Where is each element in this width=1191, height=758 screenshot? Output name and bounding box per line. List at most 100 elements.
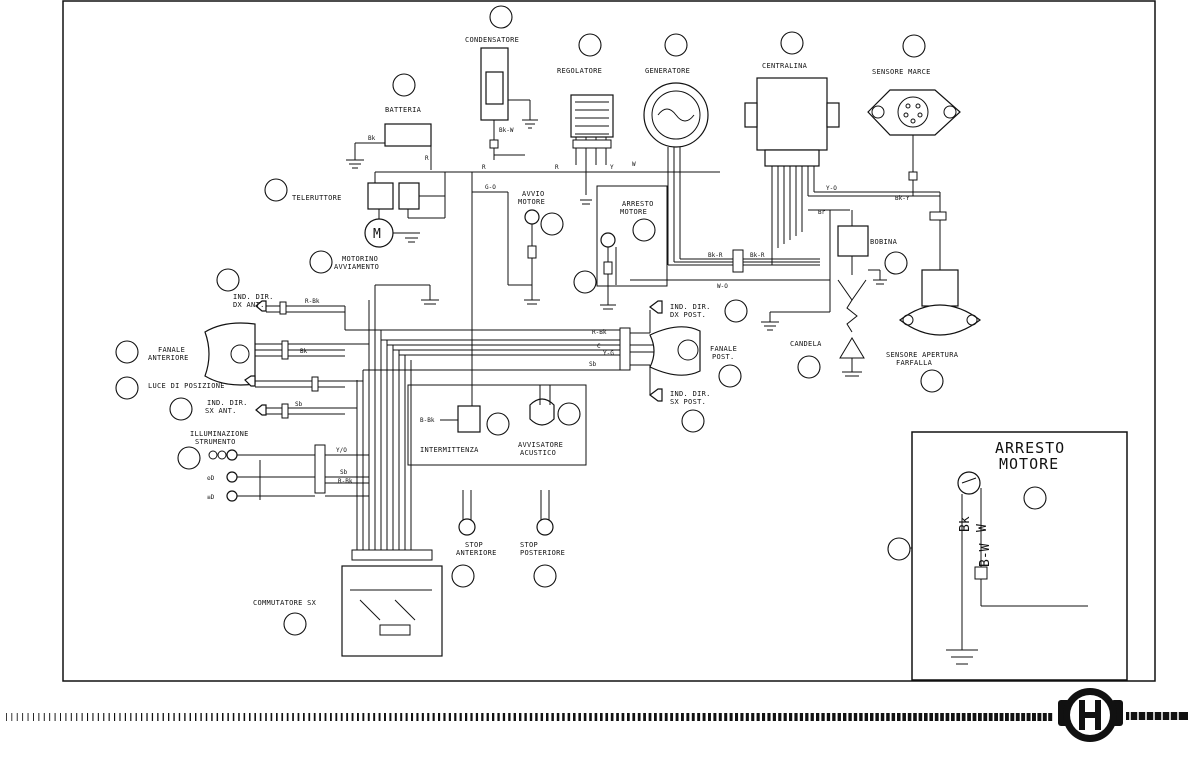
tick-mark: [697, 713, 701, 721]
callout-ind-sx-post: [681, 409, 705, 433]
husqvarna-logo: [1058, 688, 1188, 742]
tick-mark: [983, 713, 988, 721]
fanale-post-label-2: POST.: [712, 353, 735, 361]
tick-mark: [200, 713, 202, 721]
tick-mark: [135, 713, 137, 721]
tick-mark: [675, 713, 679, 721]
ind-dir-sx-ant: [255, 403, 357, 419]
tick-mark: [886, 713, 890, 721]
luce-posizione: [244, 375, 363, 392]
wire-w-main: W: [632, 161, 636, 168]
tick-mark: [880, 713, 885, 721]
tick-mark: [805, 713, 809, 721]
spie: ʘD ≡D: [207, 460, 369, 502]
intermittenza: [407, 384, 587, 466]
tick-mark: [16, 713, 18, 721]
tick-mark: [238, 713, 240, 721]
tick-mark: [1021, 713, 1026, 721]
tick-mark: [6, 713, 7, 721]
wire-y-g-rear: Y-G: [603, 350, 614, 357]
tick-mark: [270, 713, 273, 721]
tick-mark: [33, 713, 34, 721]
tick-mark: [659, 713, 663, 721]
avvisatore-label-1: AVVISATORE: [518, 441, 563, 449]
wire-r-main2: R: [555, 164, 559, 171]
stop-ant-label-1: STOP: [465, 541, 483, 549]
stop-anteriore: [458, 490, 476, 536]
tick-mark: [929, 713, 934, 721]
tick-mark: [972, 713, 977, 721]
tick-mark: [519, 713, 522, 721]
svg-text:ʘD: ʘD: [207, 475, 215, 482]
tick-mark: [864, 713, 869, 721]
tick-mark: [891, 713, 896, 721]
callout-inset-switch: [1023, 486, 1047, 510]
tick-mark: [227, 713, 229, 721]
wire-w-br: Br: [818, 209, 826, 216]
wire-r-bk-spie: R-Bk: [338, 478, 353, 485]
tick-mark: [594, 713, 598, 721]
tick-mark: [610, 713, 614, 721]
tick-mark: [907, 713, 912, 721]
tick-mark: [70, 713, 72, 721]
tick-mark: [259, 713, 262, 721]
motorino-avviamento: M: [364, 209, 420, 248]
tick-mark: [600, 713, 603, 721]
tick-mark: [265, 713, 267, 721]
tick-mark: [438, 713, 441, 721]
tick-mark: [470, 713, 473, 721]
tick-mark: [945, 713, 950, 721]
tick-mark: [1032, 713, 1036, 721]
tick-mark: [524, 713, 527, 721]
tick-mark: [427, 713, 430, 721]
tick-mark: [994, 713, 999, 721]
sensore-apertura-label-1: SENSORE APERTURA: [886, 351, 959, 359]
tick-mark: [367, 713, 370, 721]
batteria: [346, 123, 432, 170]
tick-mark: [130, 713, 132, 721]
tick-mark: [308, 713, 311, 721]
tick-mark: [324, 713, 327, 721]
tick-mark: [951, 713, 955, 721]
tick-mark: [562, 713, 565, 721]
fanale-anteriore: [204, 322, 369, 386]
regolatore-label: REGOLATORE: [557, 67, 602, 75]
tick-mark: [11, 713, 13, 721]
tick-mark: [789, 713, 793, 721]
main-harness-left: [356, 284, 620, 550]
tick-mark: [762, 713, 766, 721]
wire-y-o: Y-O: [826, 185, 837, 192]
tick-mark: [897, 713, 901, 721]
tick-mark: [443, 713, 446, 721]
tick-mark: [119, 713, 121, 721]
page-tick-bar: [6, 713, 1053, 721]
tick-mark: [632, 713, 636, 721]
candela-label: CANDELA: [790, 340, 822, 348]
tick-mark: [416, 713, 419, 721]
diagram-frame: [62, 0, 1156, 682]
illuminazione-label-1: ILLUMINAZIONE: [190, 430, 249, 438]
tick-mark: [43, 713, 45, 721]
svg-text:≡D: ≡D: [207, 494, 215, 501]
wire-bk-fan: Bk: [300, 348, 308, 355]
wire-y-main: Y: [610, 164, 614, 171]
tick-mark: [756, 713, 760, 721]
svg-text:M: M: [373, 227, 381, 242]
tick-mark: [141, 713, 143, 721]
wire-b-bk: B-Bk: [420, 417, 435, 424]
wire-w-o: W-O: [717, 283, 728, 290]
tick-mark: [654, 713, 657, 721]
tick-mark: [49, 713, 51, 721]
sensore-apertura-label-2: FARFALLA: [896, 359, 933, 367]
tick-mark: [978, 713, 982, 721]
tick-mark: [913, 713, 917, 721]
tick-mark: [411, 713, 414, 721]
tick-mark: [330, 713, 332, 721]
callout-fanale-post: [718, 364, 742, 388]
tick-mark: [340, 713, 343, 721]
tick-mark: [621, 713, 625, 721]
tick-mark: [184, 713, 186, 721]
tick-mark: [400, 713, 403, 721]
tick-mark: [362, 713, 365, 721]
luce-posizione-label: LUCE DI POSIZIONE: [148, 382, 225, 390]
